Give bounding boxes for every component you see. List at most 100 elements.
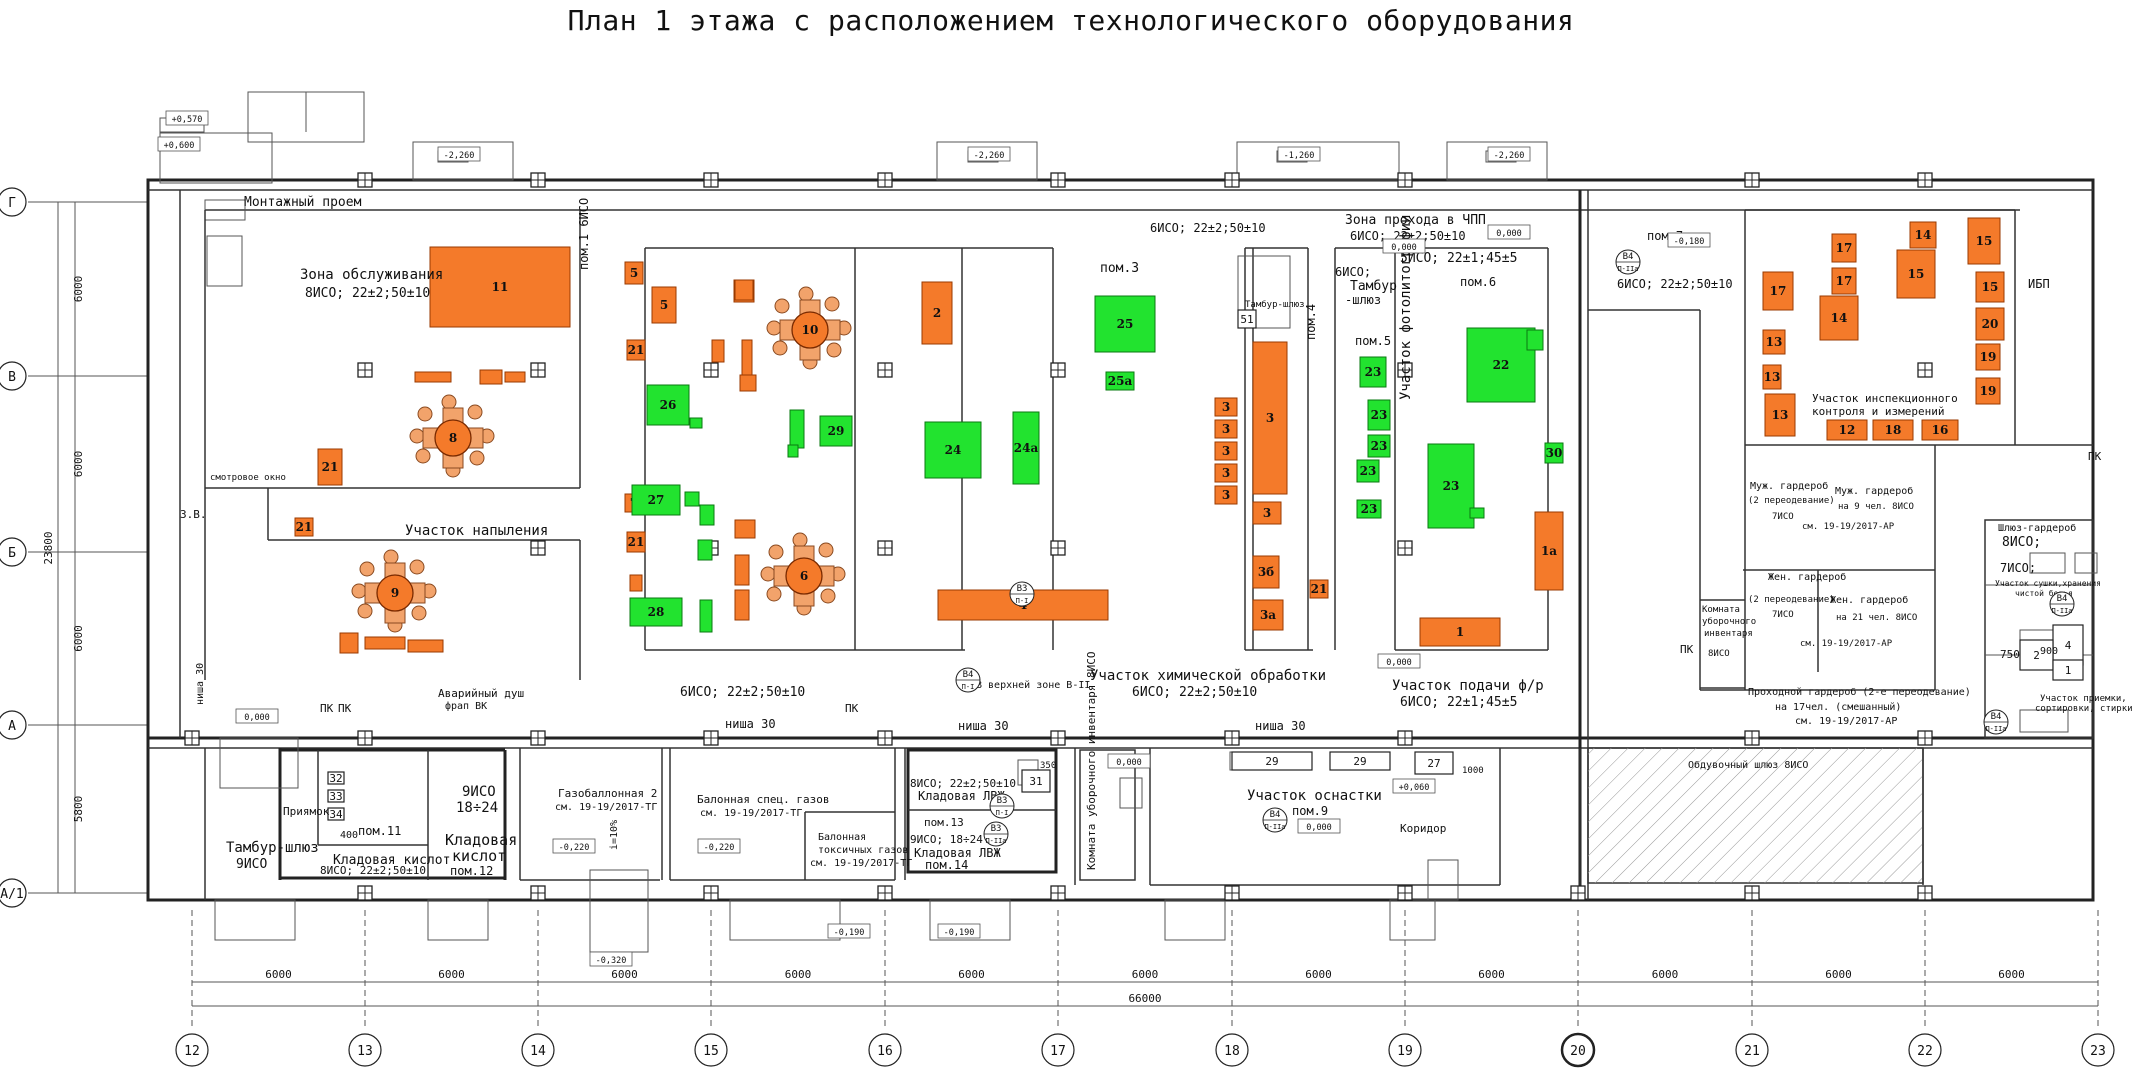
- equipment-label: 21: [296, 520, 313, 534]
- axis-bubble: [694, 1033, 728, 1067]
- equipment-label: 13: [1764, 370, 1781, 384]
- equipment-label: 3: [1266, 411, 1274, 425]
- marker-top: В4: [1623, 252, 1634, 262]
- room-label: Тамбур-шлюз: [226, 840, 319, 856]
- equipment-white: [1329, 751, 1391, 771]
- level-mark: -0,190: [944, 928, 975, 938]
- dim-bay: 6000: [1825, 968, 1852, 981]
- level-box: [1487, 224, 1531, 240]
- equipment-label: 20: [1982, 317, 1999, 331]
- equipment-box-green: [1367, 399, 1391, 431]
- room-label: В верхней зоне В-II: [976, 679, 1090, 691]
- equipment-box: [1214, 441, 1238, 461]
- equipment-box: [1921, 419, 1959, 441]
- equipment-box: [1831, 267, 1857, 295]
- level-box: [589, 951, 633, 967]
- level-box: [967, 146, 1011, 162]
- room-label: пом.4: [1304, 304, 1318, 340]
- room-label: Участок инспекционного: [1812, 392, 1958, 405]
- axis-label-h: Б: [8, 546, 16, 561]
- equipment-block: [629, 574, 643, 592]
- room-label: Кладовая ЛВЖ: [914, 846, 1001, 860]
- level-box: [1487, 146, 1531, 162]
- equipment-box: [1819, 295, 1859, 341]
- level-mark: -2,260: [444, 151, 475, 161]
- equipment-white-label: 4: [2065, 639, 2072, 652]
- equipment-box-green: [1012, 411, 1040, 485]
- room-label: (2 переодевание): [1748, 496, 1835, 506]
- room-label: Газобаллонная 2: [558, 787, 657, 800]
- level-mark: +0,600: [164, 141, 195, 151]
- equipment-box: [1896, 249, 1936, 299]
- equipment-label-green: 24а: [1014, 441, 1039, 455]
- round-satellite: [417, 406, 433, 422]
- round-core: [376, 574, 414, 612]
- equipment-box: [1214, 397, 1238, 417]
- room-label: чистой белья: [2015, 588, 2073, 598]
- equipment-block: [734, 589, 750, 621]
- level-box: [1667, 232, 1711, 248]
- room-label: 9ИСО; 18÷24: [910, 833, 983, 846]
- round-satellite: [820, 588, 836, 604]
- marker-top: В4: [1991, 712, 2002, 722]
- equipment-block-green: [699, 599, 713, 633]
- level-box: [437, 146, 481, 162]
- round-satellite: [411, 605, 427, 621]
- marker-bottom: П-IIa: [2051, 607, 2072, 615]
- equipment-box: [1872, 419, 1914, 441]
- room-label: Участок фотолитографии: [1398, 215, 1414, 400]
- level-mark: 0,000: [244, 713, 270, 723]
- dim-vertical: 6000: [72, 276, 85, 303]
- level-mark: -0,190: [834, 928, 865, 938]
- axis-label: 12: [184, 1044, 200, 1059]
- room-label: -шлюз: [1345, 293, 1381, 307]
- round-satellite: [409, 559, 425, 575]
- equipment-label: 3: [1222, 488, 1230, 502]
- equipment-label-green: 22: [1493, 358, 1510, 372]
- equipment-label: 15: [1908, 267, 1925, 281]
- round-satellite: [357, 603, 373, 619]
- equipment-box: [1764, 393, 1796, 437]
- dim-bay: 6000: [1998, 968, 2025, 981]
- equipment-white-label: 1: [2065, 664, 2072, 677]
- axis-label-h: А/1: [0, 887, 23, 902]
- room-label: Участок сушки,хранения: [1995, 579, 2101, 588]
- equipment-box-green: [631, 484, 681, 516]
- axis-bubble: [1908, 1033, 1942, 1067]
- equipment-label-green: 23: [1371, 439, 1388, 453]
- room-label: 8ИСО: [1708, 649, 1730, 659]
- equipment-box: [651, 286, 677, 324]
- axis-label-h: Г: [8, 196, 16, 211]
- room-label: 8ИСО; 22±2;50±10: [305, 286, 430, 301]
- equipment-box: [626, 531, 646, 553]
- equipment-box: [1762, 329, 1786, 355]
- equipment-box: [921, 281, 953, 345]
- level-box: [1297, 818, 1341, 834]
- room-label: сортировки, стирки: [2035, 704, 2133, 714]
- equipment-box: [1534, 511, 1564, 591]
- axis-label: 20: [1570, 1044, 1586, 1059]
- equipment-label: 21: [1311, 582, 1328, 596]
- room-label: на 17чел. (смешанный): [1775, 701, 1901, 713]
- marker-top: В3: [991, 824, 1002, 834]
- round-satellite: [351, 583, 367, 599]
- equipment-box-green: [1367, 434, 1391, 458]
- equipment-box: [1762, 271, 1794, 311]
- round-core: [434, 419, 472, 457]
- level-mark: 0,000: [1496, 229, 1522, 239]
- room-label: Кладовая: [445, 831, 517, 849]
- room-label: пом.1 6ИСО: [577, 198, 591, 270]
- level-box: [235, 708, 279, 724]
- room-label: 6ИСО;: [1335, 265, 1371, 279]
- room-label: Монтажный проем: [244, 195, 362, 210]
- marker-bottom: П-I: [962, 683, 975, 691]
- room-label: Балонная спец. газов: [697, 793, 829, 806]
- dim-bay: 6000: [1652, 968, 1679, 981]
- room-label: смотровое окно: [210, 473, 286, 483]
- room-label: Комната уборочного инвентаря 8ИСО: [1085, 651, 1098, 870]
- round-satellite: [798, 286, 814, 302]
- equipment-white-label: 2: [2033, 649, 2040, 662]
- marker-bottom: П-IIa: [1985, 725, 2006, 733]
